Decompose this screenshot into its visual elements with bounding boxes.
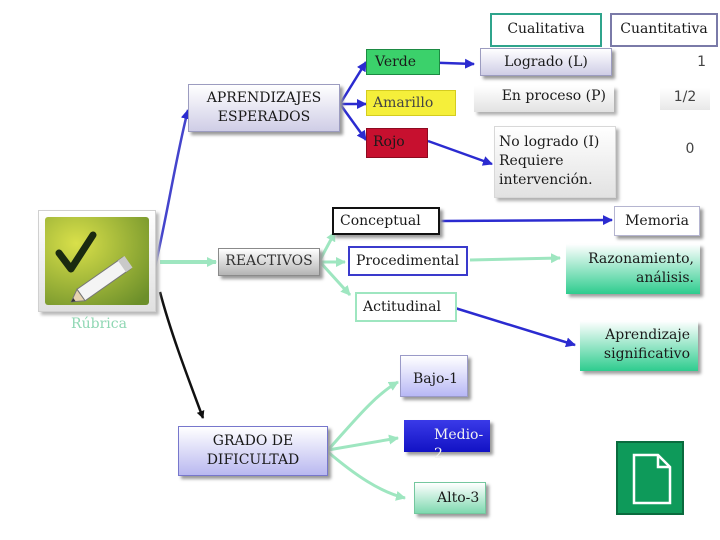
- qual-nologrado-box: No logrado (I) Requiere intervención.: [494, 126, 616, 198]
- document-icon[interactable]: [616, 441, 684, 515]
- target-razonamiento-box: Razonamiento, análisis.: [566, 244, 700, 294]
- checkmark-pencil-icon: [45, 217, 149, 305]
- arrow-procedimental-razonamiento: [469, 253, 561, 264]
- arrow-rojo-nologrado: [427, 139, 493, 166]
- arrow-conceptual-memoria: [439, 215, 613, 226]
- qual-enproceso-box: En proceso (P): [474, 86, 614, 112]
- arrow-rojo: [338, 103, 368, 141]
- qual-logrado-box: Logrado (L): [480, 48, 612, 76]
- rubrica-icon-frame: [38, 210, 156, 312]
- target-memoria-box: Memoria: [614, 206, 700, 236]
- difficulty-high-box: Alto-3: [414, 482, 486, 514]
- header-qualitative: Cualitativa: [490, 13, 602, 47]
- arrow-actitudinal-aprendizaje: [454, 306, 576, 348]
- score-enproceso: 1/2: [660, 88, 710, 110]
- arrow-dificultad-medio: [327, 434, 399, 452]
- reactivo-procedimental-box: Procedimental: [348, 246, 468, 276]
- document-glyph-icon: [632, 453, 672, 505]
- reactivo-actitudinal-box: Actitudinal: [355, 292, 457, 322]
- level-green-box: Verde: [366, 49, 440, 75]
- arrow-reactivos-conceptual: [318, 231, 337, 261]
- difficulty-low-box: Bajo-1: [400, 355, 468, 397]
- arrow-verde: [338, 61, 368, 105]
- arrow-dificultad-bajo: [326, 380, 399, 452]
- level-red-box: Rojo: [366, 128, 428, 158]
- score-nologrado: 0: [685, 141, 695, 157]
- difficulty-medium-box: Medio-2: [404, 420, 490, 462]
- level-yellow-box: Amarillo: [366, 90, 456, 116]
- score-logrado: 1: [697, 54, 706, 70]
- target-aprendizaje-box: Aprendizaje significativo: [580, 321, 698, 371]
- arrow-rubrica-dificultad: [158, 291, 205, 419]
- reactivo-conceptual-box: Conceptual: [332, 207, 440, 235]
- arrow-dificultad-alto: [327, 450, 406, 501]
- reactivos-box: REACTIVOS: [218, 248, 320, 276]
- arrow-reactivos-actitudinal: [318, 260, 352, 297]
- dificultad-box: GRADO DE DIFICULTAD: [178, 426, 328, 476]
- header-quantitative: Cuantitativa: [610, 13, 718, 47]
- rubrica-caption: Rúbrica: [71, 316, 127, 332]
- aprendizajes-box: APRENDIZAJES ESPERADOS: [188, 84, 340, 132]
